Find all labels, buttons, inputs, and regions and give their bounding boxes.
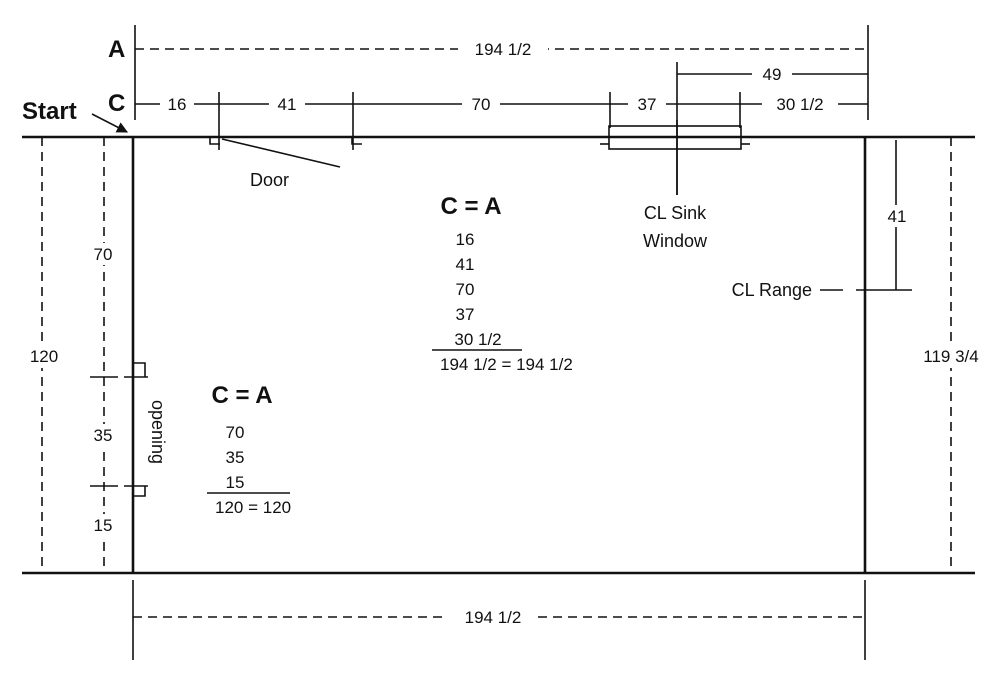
right-overall-value: 119 3/4 [923, 347, 978, 366]
start-marker: Start [22, 98, 128, 133]
window-frame [608, 125, 742, 150]
calc-left: C = A 70 35 15 120 = 120 [207, 382, 291, 517]
left-segment-3: 15 [94, 516, 113, 535]
calc-left-result: 120 = 120 [215, 498, 291, 517]
calc-left-addend-2: 35 [226, 448, 245, 467]
cl-sink-label: CL Sink [644, 203, 707, 223]
sink-window: CL Sink Window [600, 120, 750, 251]
calc-top-result: 194 1/2 = 194 1/2 [440, 355, 573, 374]
start-arrow [91, 113, 128, 133]
row-a-dimension: A 194 1/2 [108, 25, 869, 120]
row-c-segment-3: 70 [472, 95, 491, 114]
door: Door [209, 137, 362, 190]
calc-top-addend-1: 16 [456, 230, 475, 249]
row-c-segment-1: 16 [168, 95, 187, 114]
sink-offset-dimension: 49 [676, 62, 868, 195]
row-c-segment-5: 30 1/2 [776, 95, 823, 114]
door-jamb-right [351, 137, 362, 145]
bottom-value: 194 1/2 [465, 608, 522, 627]
range-dimension: 41 CL Range [732, 140, 914, 300]
opening-jamb-top [133, 362, 146, 377]
range-offset-value: 41 [888, 207, 907, 226]
calc-top: C = A 16 41 70 37 30 1/2 194 1/2 = 194 1… [432, 193, 573, 374]
door-swing [221, 138, 341, 168]
calc-top-title: C = A [440, 193, 501, 220]
calc-left-addend-3: 15 [226, 473, 245, 492]
left-segment-dimension: 70 35 15 [86, 137, 120, 573]
start-label: Start [22, 98, 77, 125]
row-c-segment-2: 41 [278, 95, 297, 114]
window-label: Window [643, 231, 708, 251]
opening-jamb-bottom [133, 486, 146, 497]
left-overall-value: 120 [30, 347, 58, 366]
calc-left-addend-1: 70 [226, 423, 245, 442]
room-walls [22, 135, 975, 575]
row-c-dimension: C 16 41 70 37 30 1/2 [108, 90, 868, 150]
left-segment-2: 35 [94, 426, 113, 445]
left-segment-1: 70 [94, 245, 113, 264]
door-label: Door [250, 170, 289, 190]
row-c-label: C [108, 90, 125, 117]
right-overall-dimension: 119 3/4 [908, 137, 994, 573]
row-a-label: A [108, 36, 125, 63]
left-opening: opening [124, 362, 168, 497]
calc-top-addend-5: 30 1/2 [454, 330, 501, 349]
row-a-value: 194 1/2 [475, 40, 532, 59]
opening-label: opening [148, 400, 168, 464]
row-c-segment-4: 37 [638, 95, 657, 114]
calc-top-addend-3: 70 [456, 280, 475, 299]
calc-top-addend-4: 37 [456, 305, 475, 324]
calc-left-title: C = A [211, 382, 272, 409]
bottom-dimension: 194 1/2 [132, 580, 866, 660]
calc-top-addend-2: 41 [456, 255, 475, 274]
door-jamb-left [209, 137, 220, 145]
cl-range-label: CL Range [732, 280, 812, 300]
left-overall-dimension: 120 [26, 137, 60, 573]
sink-offset-value: 49 [763, 65, 782, 84]
